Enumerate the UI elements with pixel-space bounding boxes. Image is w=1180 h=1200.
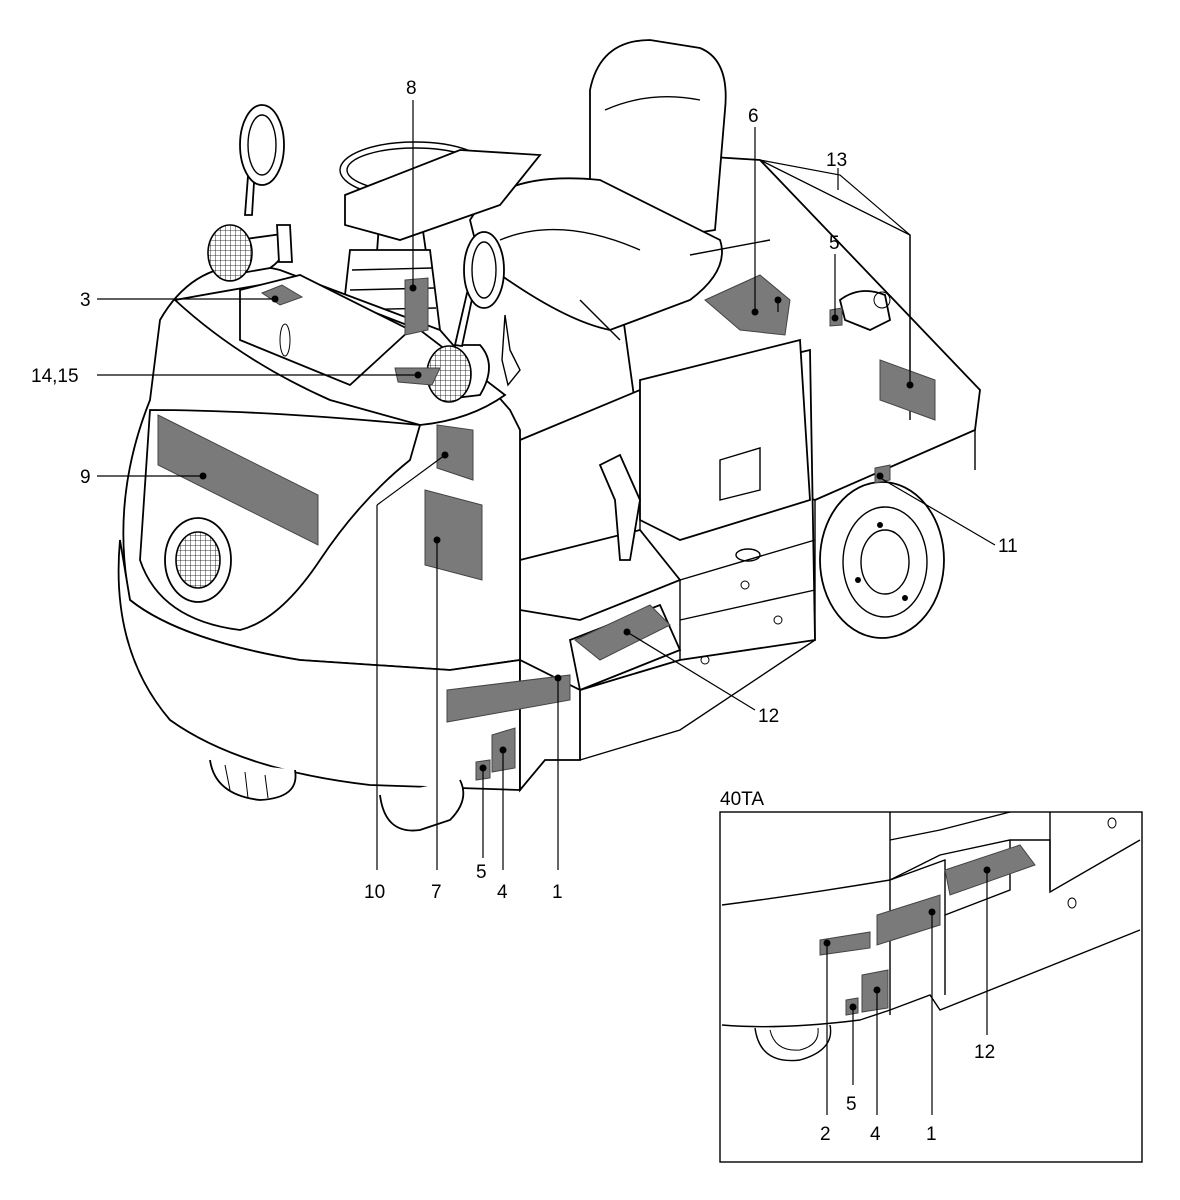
inset-callout-5: 5 [846, 1094, 857, 1115]
inset-callout-1: 1 [926, 1124, 937, 1145]
dashboard [344, 149, 542, 241]
callout-9: 9 [80, 467, 91, 488]
callout-6: 6 [748, 106, 759, 127]
left-headlamp-mirror [207, 104, 293, 282]
callout-10: 10 [364, 882, 385, 903]
decal-8 [404, 277, 429, 336]
decal-6 [704, 274, 791, 336]
callout-14-15: 14,15 [31, 366, 79, 387]
inset-frame [719, 811, 1143, 1163]
callout-5-top: 5 [829, 233, 840, 254]
decal-1 [446, 674, 571, 723]
front-wheel [209, 759, 297, 801]
callout-leaders [97, 100, 996, 870]
callout-12: 12 [758, 706, 779, 727]
callout-11: 11 [998, 536, 1018, 557]
inset-callout-2: 2 [820, 1124, 831, 1145]
decal-9 [157, 414, 319, 546]
callout-7: 7 [431, 882, 442, 903]
callout-4: 4 [497, 882, 508, 903]
callout-13: 13 [826, 150, 847, 171]
callout-5-bottom: 5 [476, 862, 487, 883]
rear-wheel [819, 481, 945, 639]
tow-tractor-drawing: 3 8 6 13 5 14,15 9 11 12 10 7 5 4 1 [31, 39, 1018, 903]
inset-callout-4: 4 [870, 1124, 881, 1145]
callout-1: 1 [552, 882, 563, 903]
right-headlamp-mirror [426, 231, 505, 403]
callout-8: 8 [406, 78, 417, 99]
inset-title: 40TA [720, 789, 764, 810]
decals [157, 274, 936, 781]
battery-box [639, 338, 811, 541]
inset-40ta: 40TA 12 5 2 4 1 [719, 789, 1143, 1163]
operator-seat [469, 39, 771, 341]
callout-3: 3 [80, 290, 91, 311]
decal-10 [436, 424, 474, 481]
inset-decal-1 [876, 894, 941, 946]
callout-labels: 3 8 6 13 5 14,15 9 11 12 10 7 5 4 1 [31, 78, 1018, 903]
inset-callout-12: 12 [974, 1042, 995, 1063]
inset-decal-2 [819, 931, 871, 956]
decal-7 [424, 489, 483, 581]
decal-13 [879, 359, 936, 421]
decal-12 [574, 604, 671, 661]
